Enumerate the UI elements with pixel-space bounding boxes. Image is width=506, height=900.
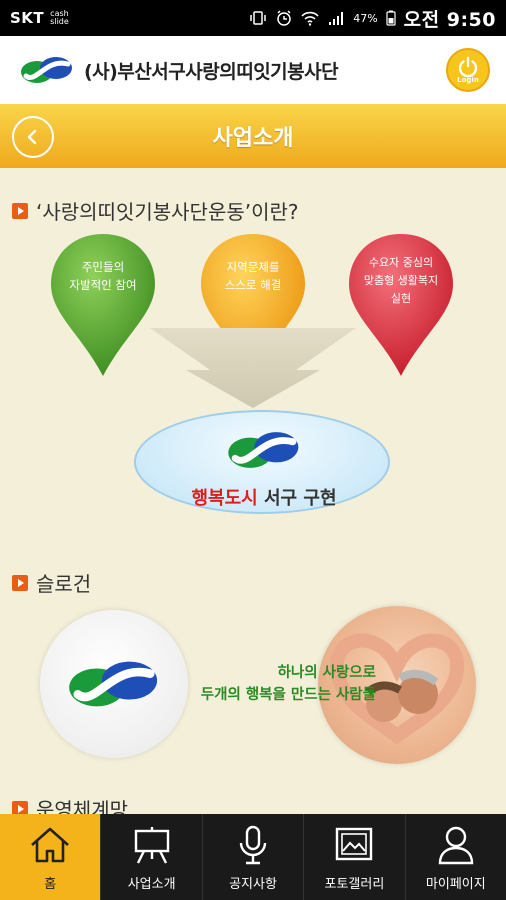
page-title: 사업소개 bbox=[212, 126, 294, 151]
nav-label: 홈 bbox=[44, 877, 57, 892]
chevron-left-icon bbox=[27, 129, 37, 145]
nav-label: 마이페이지 bbox=[425, 877, 486, 892]
section-title: 운영체계망 bbox=[36, 798, 128, 814]
heart-hands-photo-icon bbox=[329, 633, 465, 745]
brand-logo bbox=[69, 661, 158, 707]
battery-percent: 47% bbox=[353, 11, 378, 25]
signal-icon bbox=[329, 12, 344, 25]
section-marker-icon bbox=[12, 574, 28, 591]
goal-highlight: 행복도시 bbox=[191, 488, 258, 509]
couple-photo bbox=[318, 606, 476, 764]
funnel-arrow-icon bbox=[150, 328, 356, 408]
slogan-line-2: 두개의 행복을 만드는 사람들 bbox=[200, 687, 376, 703]
slogan-line-1: 하나의 사랑으로 bbox=[277, 665, 376, 681]
battery-icon bbox=[386, 10, 396, 26]
goal-oval: 행복도시 서구 구현 bbox=[134, 410, 390, 514]
nav-label: 사업소개 bbox=[127, 877, 176, 892]
vibrate-icon bbox=[250, 11, 266, 25]
nav-label: 공지사항 bbox=[229, 877, 277, 892]
brand-logo bbox=[228, 432, 299, 468]
easel-icon bbox=[134, 827, 169, 864]
carrier-name: SKT bbox=[10, 9, 45, 27]
map-pin-icon bbox=[51, 234, 155, 376]
section-heading-movement: ‘사랑의띠잇기봉사단운동’이란? bbox=[12, 196, 299, 225]
login-label: Login bbox=[457, 76, 479, 84]
slogan-text: 하나의 사랑으로 두개의 행복을 만드는 사람들 bbox=[152, 662, 376, 706]
section-heading-slogan: 슬로건 bbox=[12, 568, 91, 597]
nav-mypage[interactable]: 마이페이지 bbox=[406, 814, 506, 900]
brand-logo bbox=[21, 57, 72, 83]
map-pin-icon bbox=[201, 234, 305, 376]
nav-gallery[interactable]: 포토갤러리 bbox=[304, 814, 406, 900]
login-button[interactable]: Login bbox=[446, 48, 490, 92]
section-title: ‘사랑의띠잇기봉사단운동’이란? bbox=[36, 200, 299, 224]
nav-home[interactable]: 홈 bbox=[0, 814, 102, 900]
nav-label: 포토갤러리 bbox=[324, 877, 385, 892]
nav-notice[interactable]: 공지사항 bbox=[203, 814, 305, 900]
map-pin-icon bbox=[349, 234, 453, 376]
section-title: 슬로건 bbox=[36, 572, 92, 596]
back-button[interactable] bbox=[12, 116, 54, 158]
power-icon bbox=[458, 56, 478, 78]
carrier-subtext: cash slide bbox=[50, 9, 69, 26]
bottom-nav: 홈 사업소개 공지사항 포토갤러리 마이페이지 bbox=[0, 814, 506, 900]
microphone-icon bbox=[239, 825, 267, 865]
goal-rest: 서구 구현 bbox=[257, 488, 337, 509]
section-marker-icon bbox=[12, 800, 28, 814]
person-icon bbox=[438, 826, 474, 865]
alarm-icon bbox=[277, 10, 291, 26]
wifi-icon bbox=[301, 11, 319, 26]
brand-title: (사)부산서구사랑의띠잇기봉사단 bbox=[84, 60, 339, 83]
nav-business[interactable]: 사업소개 bbox=[101, 814, 203, 900]
title-bar: 사업소개 bbox=[0, 104, 506, 168]
clock: 오전 9:50 bbox=[403, 8, 496, 31]
section-marker-icon bbox=[12, 202, 28, 219]
home-icon bbox=[31, 827, 70, 863]
slogan-logo-circle bbox=[40, 610, 188, 758]
status-bar: SKT cash slide 47% 오전 9:50 bbox=[0, 0, 506, 36]
picture-icon bbox=[336, 827, 373, 861]
section-heading-network: 운영체계망 bbox=[12, 794, 128, 814]
goal-text: 행복도시 서구 구현 bbox=[136, 484, 392, 510]
brand-header: (사)부산서구사랑의띠잇기봉사단 Login bbox=[0, 36, 506, 104]
